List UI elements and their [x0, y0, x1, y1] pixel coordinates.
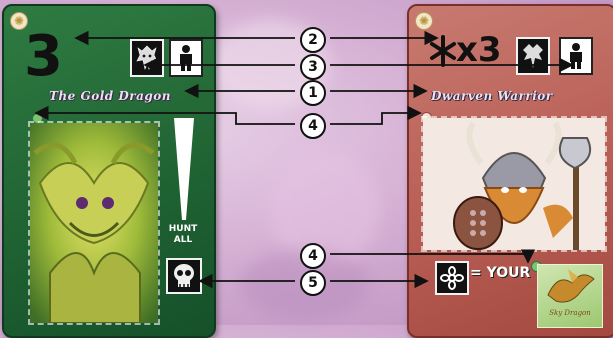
- callout-4-lower: 4: [300, 243, 326, 269]
- callout-5: 5: [300, 270, 326, 296]
- callout-4: 4: [300, 113, 326, 139]
- callout-3: 3: [300, 54, 326, 80]
- callout-1: 1: [300, 80, 326, 106]
- callout-2: 2: [300, 27, 326, 53]
